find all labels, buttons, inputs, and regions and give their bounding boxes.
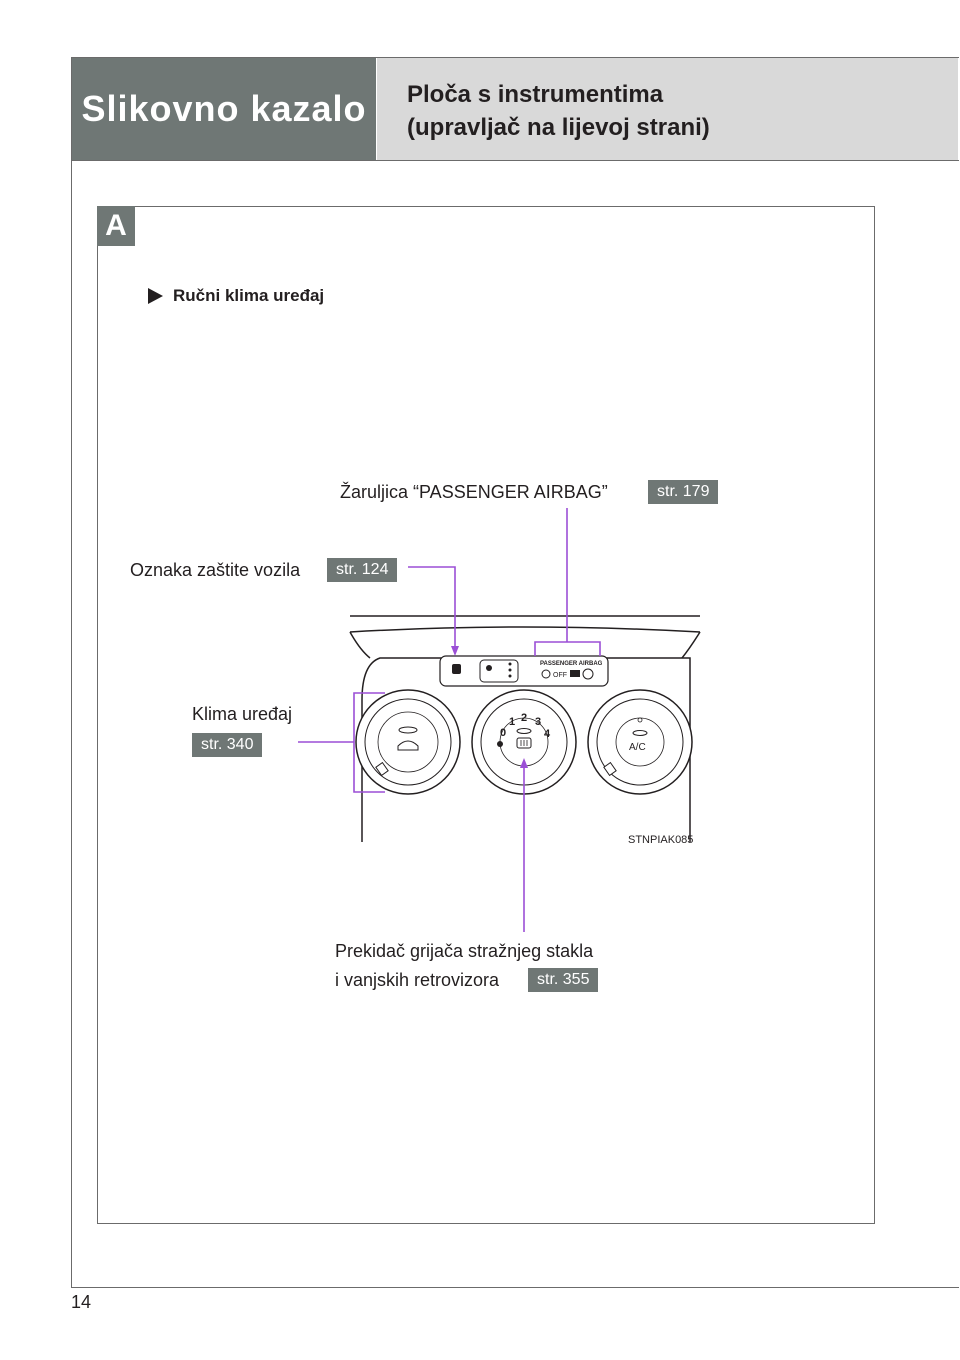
fan-speed-1: 1 [509, 716, 515, 728]
illustration-panel [97, 206, 875, 1224]
leader-lines [298, 508, 601, 932]
passenger-airbag-text: PASSENGER AIRBAG [540, 661, 603, 667]
climate-page-ref[interactable]: str. 340 [192, 733, 263, 757]
ac-button-text: A/C [629, 742, 646, 753]
mode-knob [355, 689, 461, 795]
triangle-bullet-icon [148, 288, 163, 304]
airbag-callout: Žaruljica “PASSENGER AIRBAG” [340, 482, 608, 503]
section-title: Slikovno kazalo [81, 88, 367, 129]
indicator-strip [439, 655, 609, 687]
airbag-on-icon [570, 668, 594, 680]
fan-speed-0: 0 [500, 727, 506, 739]
page-title-line1: Ploča s instrumentima [407, 81, 664, 108]
climate-page-badge[interactable]: str. 340 [192, 733, 263, 757]
defogger-page-badge[interactable]: str. 355 [528, 968, 599, 992]
airbag-off-icon: OFF [541, 669, 567, 679]
rear-defogger-icon [516, 737, 532, 749]
defogger-callout-line1: Prekidač grijača stražnjeg stakla [335, 941, 593, 962]
fan-speed-4: 4 [544, 728, 551, 740]
airbag-callout-label: Žaruljica “PASSENGER AIRBAG” [340, 482, 608, 502]
subheading-text: Ručni klima uređaj [173, 286, 325, 305]
fan-icon [497, 741, 503, 747]
panel-tab: A [97, 206, 135, 246]
security-callout-label: Oznaka zaštite vozila [130, 560, 301, 580]
defogger-page-ref[interactable]: str. 355 [528, 968, 599, 992]
defogger-callout-label2: i vanjskih retrovizora [335, 970, 500, 990]
page-title-line2: (upravljač na lijevoj strani) [407, 114, 710, 141]
security-page-badge[interactable]: str. 124 [327, 558, 398, 582]
security-indicator-icon [452, 664, 461, 674]
fan-speed-3: 3 [535, 716, 541, 728]
subheading: Ručni klima uređaj [148, 286, 324, 306]
seatbelt-indicator-icon [479, 659, 519, 683]
airbag-page-badge[interactable]: str. 179 [648, 480, 719, 504]
illustration-code: STNPIAK085 [628, 834, 693, 846]
page-header: Ploča s instrumentima (upravljač na lije… [377, 58, 958, 160]
fan-knob: 0 1 2 3 4 [471, 689, 577, 795]
header-divider [72, 160, 959, 161]
fan-speed-2: 2 [521, 712, 527, 724]
page-number: 14 [71, 1292, 92, 1312]
section-header: Slikovno kazalo [72, 58, 376, 160]
defogger-callout-label1: Prekidač grijača stražnjeg stakla [335, 941, 594, 961]
security-callout: Oznaka zaštite vozila [130, 560, 300, 581]
climate-callout-label: Klima uređaj [192, 704, 293, 724]
page-frame [71, 57, 959, 1288]
defogger-callout-line2: i vanjskih retrovizora [335, 970, 499, 991]
security-page-ref[interactable]: str. 124 [327, 558, 398, 582]
airbag-page-ref[interactable]: str. 179 [648, 480, 719, 504]
climate-callout: Klima uređaj [192, 704, 292, 725]
temperature-knob: A/C [587, 689, 693, 795]
off-text: OFF [553, 672, 567, 679]
